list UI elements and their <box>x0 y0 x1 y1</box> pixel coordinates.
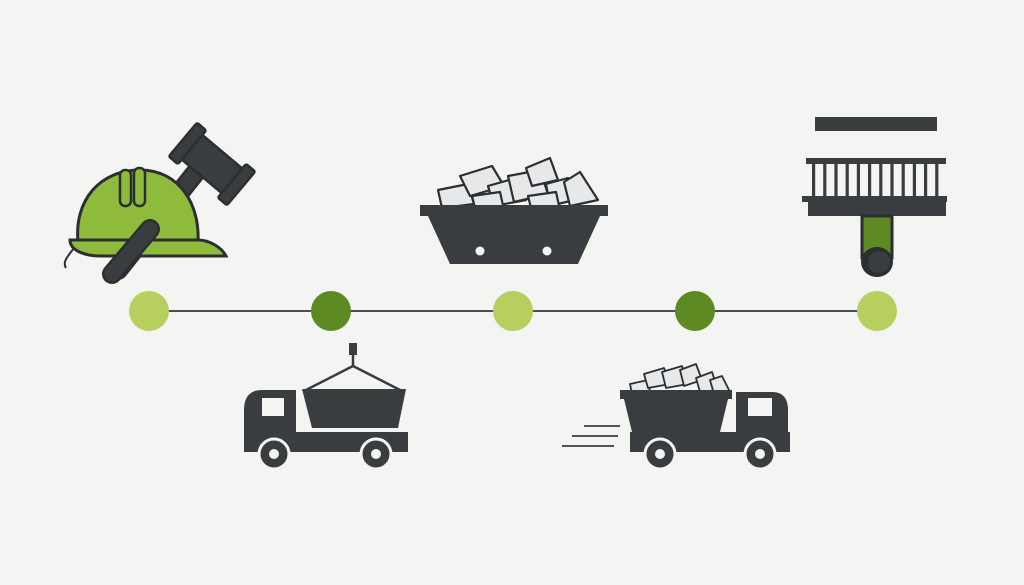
timeline-nodes <box>129 291 897 331</box>
timeline-node-4 <box>675 291 715 331</box>
timeline-node-5 <box>857 291 897 331</box>
railing-pipe-icon <box>802 117 947 277</box>
timeline-node-3 <box>493 291 533 331</box>
timeline-node-2 <box>311 291 351 331</box>
timeline-node-1 <box>129 291 169 331</box>
crane-truck-skip-icon <box>244 343 408 471</box>
helmet-hammer-icon <box>63 122 256 284</box>
rubble-skip-icon <box>420 156 608 264</box>
loaded-truck-icon <box>562 363 790 471</box>
